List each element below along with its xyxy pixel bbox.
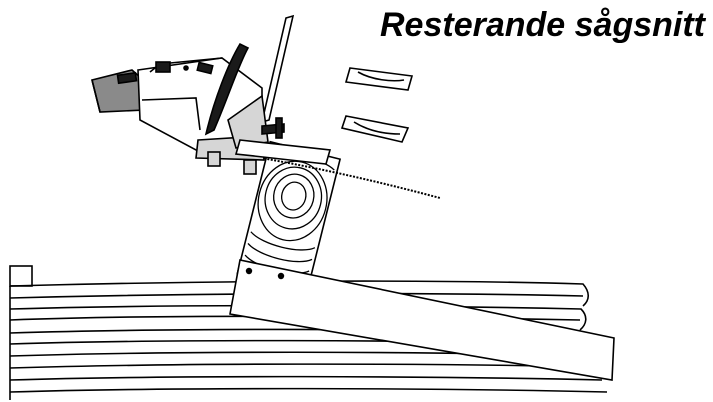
bolt-hole	[245, 267, 253, 275]
cut-slices	[340, 67, 414, 143]
chainsaw	[91, 42, 332, 175]
board-line	[9, 387, 608, 393]
front-handle	[204, 42, 250, 136]
page-title: Resterande sågsnitt	[380, 6, 705, 44]
bolt-hole	[277, 272, 285, 280]
cut-slice	[340, 115, 410, 143]
board-end-block	[9, 265, 33, 287]
guide-beam	[229, 259, 615, 381]
mount-bolt	[243, 159, 257, 175]
board-line	[9, 363, 599, 369]
mount-bolt	[207, 151, 221, 167]
board-line	[9, 280, 590, 307]
saw-chain	[249, 155, 441, 199]
saw-bar	[260, 14, 295, 124]
board-line	[9, 375, 603, 381]
